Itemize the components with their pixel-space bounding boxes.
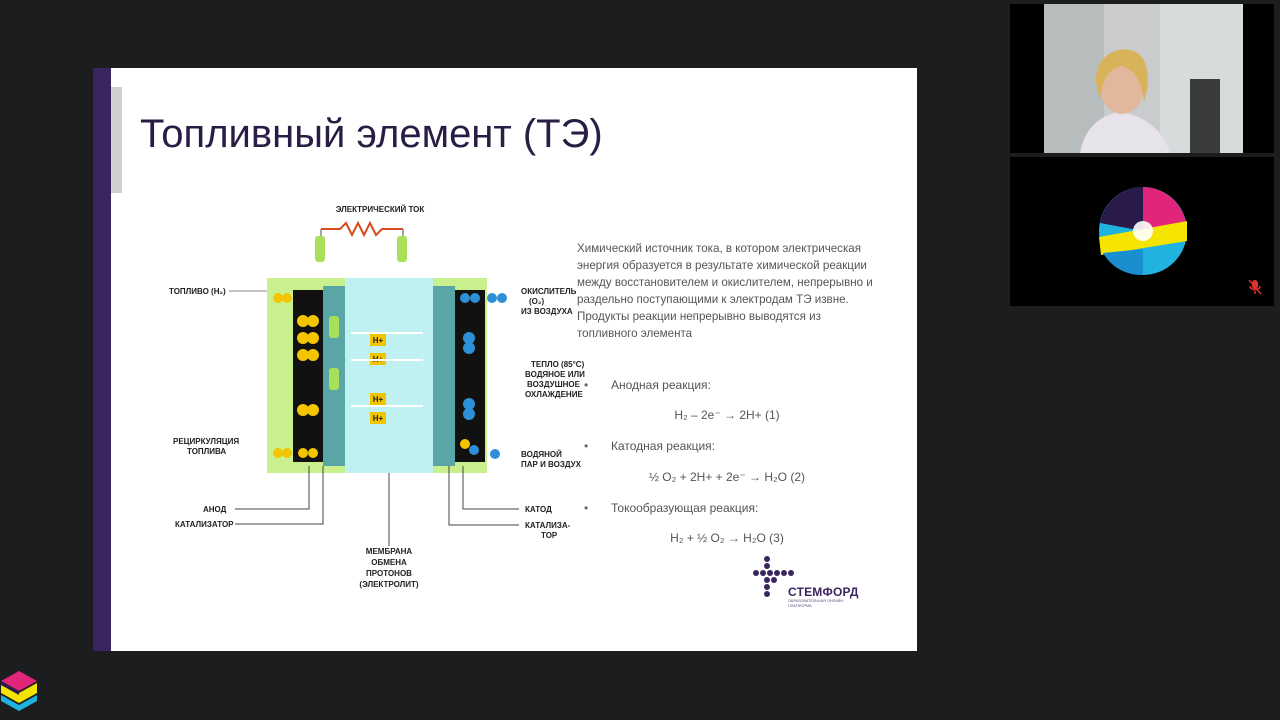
reaction-label-overall: Токообразующая реакция: [584,501,758,515]
equation-anode: H₂ – 2e⁻ → 2H+ (1) [674,408,780,422]
slide-title: Топливный элемент (ТЭ) [140,112,603,156]
svg-text:(ЭЛЕКТРОЛИТ): (ЭЛЕКТРОЛИТ) [359,580,418,589]
equation-cathode: ½ O₂ + 2H+ + 2e⁻ → H₂O (2) [648,470,806,484]
slide-side-bar [93,68,111,651]
resistor-icon [321,220,403,238]
svg-text:ТОПЛИВА: ТОПЛИВА [187,447,226,456]
svg-text:ТОР: ТОР [541,531,558,540]
logo-name: СТЕМФОРД [788,585,859,599]
electron-right-icon [397,236,407,262]
cathode-electrode [433,286,455,466]
proton-label: H+ [373,395,384,404]
current-label: ЭЛЕКТРИЧЕСКИЙ ТОК [336,205,425,214]
participant-logo-tile[interactable] [1010,157,1274,306]
proton-label: H+ [373,414,384,423]
electron-left-icon [315,236,325,262]
presenter-video [1010,4,1274,153]
recirculation-label: РЕЦИРКУЛЯЦИЯ [173,437,239,446]
leader-lines [235,466,519,546]
equation-overall: H₂ + ½ O₂ → H₂O (3) [670,531,784,545]
reaction-label-cathode: Катодная реакция: [584,439,715,453]
fuel-cell-diagram: ЭЛЕКТРИЧЕСКИЙ ТОК [169,205,585,589]
presentation-slide: Топливный элемент (ТЭ) ЭЛЕКТРИЧЕСКИЙ ТОК [93,68,917,651]
svg-text:ИЗ ВОЗДУХА: ИЗ ВОЗДУХА [521,307,573,316]
electrons-anode [329,316,339,390]
participant-avatar-logo [1099,187,1187,276]
stemford-logo: СТЕМФОРД ОБРАЗОВАТЕЛЬНАЯ ОНЛАЙН-ПЛАТФОРМ… [753,555,873,608]
anode-channel [293,290,323,462]
proton-label: H+ [373,336,384,345]
svg-text:ОБМЕНА: ОБМЕНА [371,558,407,567]
cathode-label: КАТОД [525,505,552,514]
brand-logo-icon [1,671,37,711]
logo-tagline: ОБРАЗОВАТЕЛЬНАЯ ОНЛАЙН-ПЛАТФОРМА [788,599,845,608]
hydrogen-molecules [273,293,319,458]
svg-text:(O₂): (O₂) [529,297,544,306]
svg-text:ПРОТОНОВ: ПРОТОНОВ [366,569,412,578]
svg-text:ВОДЯНОЕ ИЛИ: ВОДЯНОЕ ИЛИ [525,370,585,379]
presenter-video-tile[interactable] [1010,4,1274,153]
reaction-label-anode: Анодная реакция: [584,378,711,392]
svg-text:ПАР И ВОЗДУХ: ПАР И ВОЗДУХ [521,460,582,469]
heat-label: ТЕПЛО (85°C) [531,360,585,369]
oxygen-molecules [460,293,507,459]
fuel-label: ТОПЛИВО (H₂) [169,287,226,296]
electrolyte-membrane [345,278,433,473]
flow-arrows [351,332,423,407]
svg-text:ОХЛАЖДЕНИЕ: ОХЛАЖДЕНИЕ [525,390,583,399]
catalyst-left-label: КАТАЛИЗАТОР [175,520,234,529]
title-accent-bar [111,87,122,193]
microphone-muted-icon [1248,279,1262,295]
anode-label: АНОД [203,505,227,514]
oxidant-label: ОКИСЛИТЕЛЬ [521,287,577,296]
description-text: Химический источник тока, в котором элек… [577,242,873,340]
water-vapor-label: ВОДЯНОЙ [521,450,562,459]
svg-text:ВОЗДУШНОЕ: ВОЗДУШНОЕ [527,380,581,389]
catalyst-right-label: КАТАЛИЗА- [525,521,571,530]
membrane-label: МЕМБРАНА [366,547,413,556]
cathode-channel [455,290,485,462]
stemford-logo-icon [753,556,794,597]
